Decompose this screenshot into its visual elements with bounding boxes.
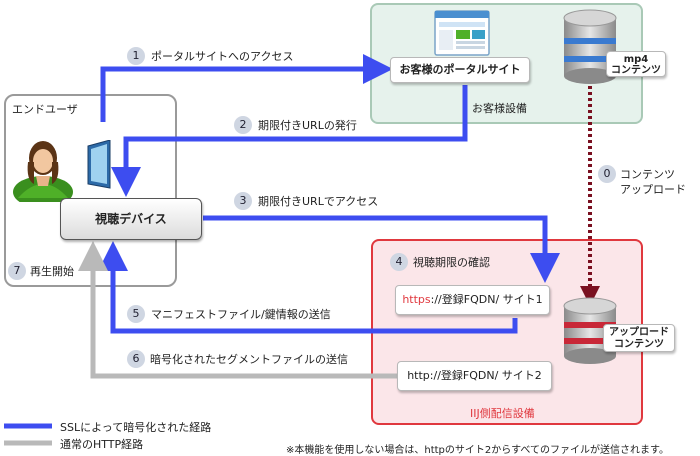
step-0-label-line1: コンテンツ [620,168,675,181]
step-2-label: 期限付きURLの発行 [258,119,357,132]
site1-https-prefix: https [402,293,431,306]
mp4-label-line1: mp4 [623,54,649,65]
step-1-badge: 1 [127,47,145,65]
upload-label-line2: コンテンツ [614,339,664,350]
legend-ssl-label: SSLによって暗号化された経路 [60,421,212,434]
portal-browser-icon [434,10,490,56]
upload-label-line1: アップロード [609,327,669,338]
step-2-badge: 2 [234,116,252,134]
arrow-step-2 [111,85,468,197]
step-3-badge: 3 [234,192,252,210]
site1-url-rest: ://登録FQDN/ サイト1 [430,293,543,306]
portal-site-label: お客様のポータルサイト [390,57,530,83]
arrow-step-5 [98,241,518,334]
iij-facility-title: IIJ側配信設備 [470,407,535,420]
footnote: ※本機能を使用しない場合は、httpのサイト2からすべてのファイルが送信されます… [286,445,669,456]
step-6-label: 暗号化されたセグメントファイルの送信 [150,353,348,366]
step-5-label: マニフェストファイル/鍵情報の送信 [151,308,331,321]
step-0-label-line2: アップロード [620,183,686,196]
viewing-device-box: 視聴デバイス [60,198,202,240]
arrow-step-1 [100,54,393,122]
site2-url-box: http://登録FQDN/ サイト2 [397,361,552,391]
step-4-label: 視聴期限の確認 [413,256,490,269]
step-5-badge: 5 [127,305,145,323]
customer-facility-title: お客様設備 [472,102,527,115]
user-person-icon [13,141,73,202]
step-1-label: ポータルサイトへのアクセス [151,50,294,63]
mp4-label-line2: コンテンツ [611,65,661,76]
site1-url-box: https://登録FQDN/ サイト1 [395,285,550,315]
upload-content-label: アップロード コンテンツ [603,324,675,352]
step-4-badge: 4 [390,253,408,271]
mp4-content-label: mp4 コンテンツ [606,51,666,77]
step-3-label: 期限付きURLでアクセス [258,195,379,208]
arrow-step-6 [78,241,397,379]
arrow-step-3 [203,215,560,283]
step-6-badge: 6 [127,350,145,368]
step-0-badge: 0 [598,165,616,183]
step-7-badge: 7 [8,262,26,280]
step-7-label: 再生開始 [30,265,74,278]
legend-http-label: 通常のHTTP経路 [60,438,144,451]
monitor-icon [87,140,111,189]
end-user-title: エンドユーザ [12,103,78,116]
